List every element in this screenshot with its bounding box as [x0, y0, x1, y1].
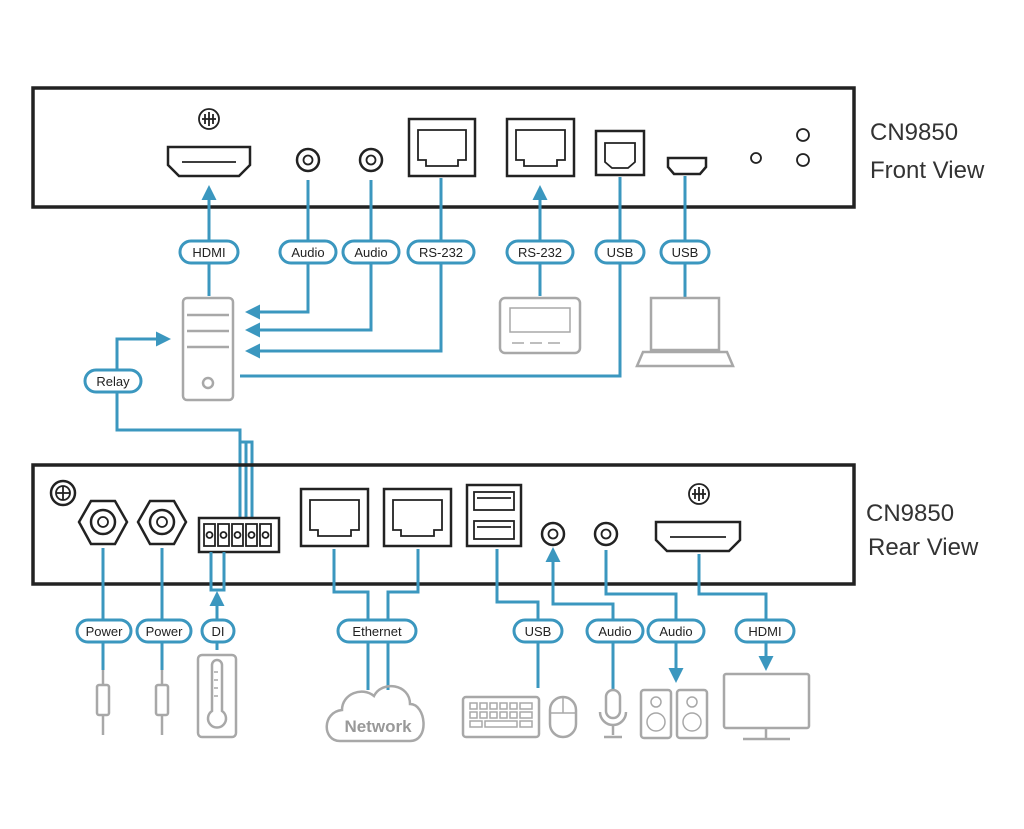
power-port-1	[77, 499, 129, 546]
micro-usb-port-front	[666, 156, 708, 176]
network-cloud-icon: Network	[325, 684, 425, 743]
front-model-label: CN9850	[870, 119, 958, 146]
audio-jack-rear-1	[540, 521, 566, 547]
rear-view-label: Rear View	[868, 534, 979, 561]
pill-usb-rear: USB	[512, 618, 564, 644]
pill-hdmi-front: HDMI	[178, 239, 240, 265]
svg-text:Power: Power	[146, 624, 184, 639]
pill-usb-front-2: USB	[659, 239, 711, 265]
keyboard-icon	[461, 695, 541, 739]
pill-hdmi-rear: HDMI	[734, 618, 796, 644]
rear-panel	[31, 463, 856, 586]
pill-audio-front-1: Audio	[278, 239, 338, 265]
pill-usb-front-1: USB	[594, 239, 646, 265]
svg-text:Relay: Relay	[96, 374, 130, 389]
speakers-icon	[639, 688, 709, 740]
usb-a-ports-rear	[465, 483, 523, 548]
pill-di: DI	[200, 618, 236, 644]
ground-screw-icon	[688, 483, 710, 505]
hdmi-port-rear	[654, 520, 742, 553]
network-label: Network	[344, 717, 412, 736]
power-port-2	[136, 499, 188, 546]
led-indicator	[750, 152, 762, 164]
svg-text:USB: USB	[607, 245, 634, 260]
pill-power-1: Power	[75, 618, 133, 644]
led-indicator-2	[796, 128, 810, 142]
hdmi-port-front	[166, 145, 252, 178]
audio-jack-front-1	[295, 147, 321, 173]
ethernet-port-1	[299, 487, 370, 548]
terminal-block	[197, 516, 281, 554]
audio-jack-front-2	[358, 147, 384, 173]
rear-model-label: CN9850	[866, 500, 954, 527]
console-terminal-icon	[498, 296, 582, 355]
monitor-icon	[722, 672, 811, 741]
svg-text:DI: DI	[212, 624, 225, 639]
laptop-icon	[635, 296, 735, 368]
rs232-port-front-1	[407, 117, 477, 178]
pill-rs232-front-2: RS-232	[505, 239, 575, 265]
ground-screw-icon	[198, 108, 220, 130]
svg-text:USB: USB	[672, 245, 699, 260]
front-panel-box	[31, 86, 856, 209]
svg-text:Power: Power	[86, 624, 124, 639]
microphone-icon	[598, 688, 628, 739]
thermometer-icon	[196, 653, 238, 739]
svg-text:HDMI: HDMI	[192, 245, 225, 260]
svg-text:Audio: Audio	[598, 624, 631, 639]
pill-power-2: Power	[135, 618, 193, 644]
usb-b-port-front	[594, 129, 646, 177]
pill-audio-rear-1: Audio	[585, 618, 645, 644]
mouse-icon	[548, 695, 578, 739]
svg-text:HDMI: HDMI	[748, 624, 781, 639]
power-plug-icon	[95, 670, 111, 735]
svg-text:USB: USB	[525, 624, 552, 639]
pc-tower-icon	[181, 296, 235, 402]
svg-text:RS-232: RS-232	[419, 245, 463, 260]
led-indicator-3	[796, 153, 810, 167]
pill-audio-rear-2: Audio	[646, 618, 706, 644]
power-plug-icon	[154, 670, 170, 735]
svg-text:Ethernet: Ethernet	[352, 624, 402, 639]
pill-ethernet: Ethernet	[336, 618, 418, 644]
pill-audio-front-2: Audio	[341, 239, 401, 265]
pill-rs232-front-1: RS-232	[406, 239, 476, 265]
svg-text:Audio: Audio	[291, 245, 324, 260]
ground-screw-icon	[49, 479, 77, 507]
svg-text:RS-232: RS-232	[518, 245, 562, 260]
audio-jack-rear-2	[593, 521, 619, 547]
rs232-port-front-2	[505, 117, 576, 178]
front-panel	[31, 86, 856, 209]
rear-panel-box	[31, 463, 856, 586]
svg-text:Audio: Audio	[354, 245, 387, 260]
ethernet-port-2	[382, 487, 453, 548]
front-view-label: Front View	[870, 157, 985, 184]
pill-relay: Relay	[83, 368, 143, 394]
svg-text:Audio: Audio	[659, 624, 692, 639]
